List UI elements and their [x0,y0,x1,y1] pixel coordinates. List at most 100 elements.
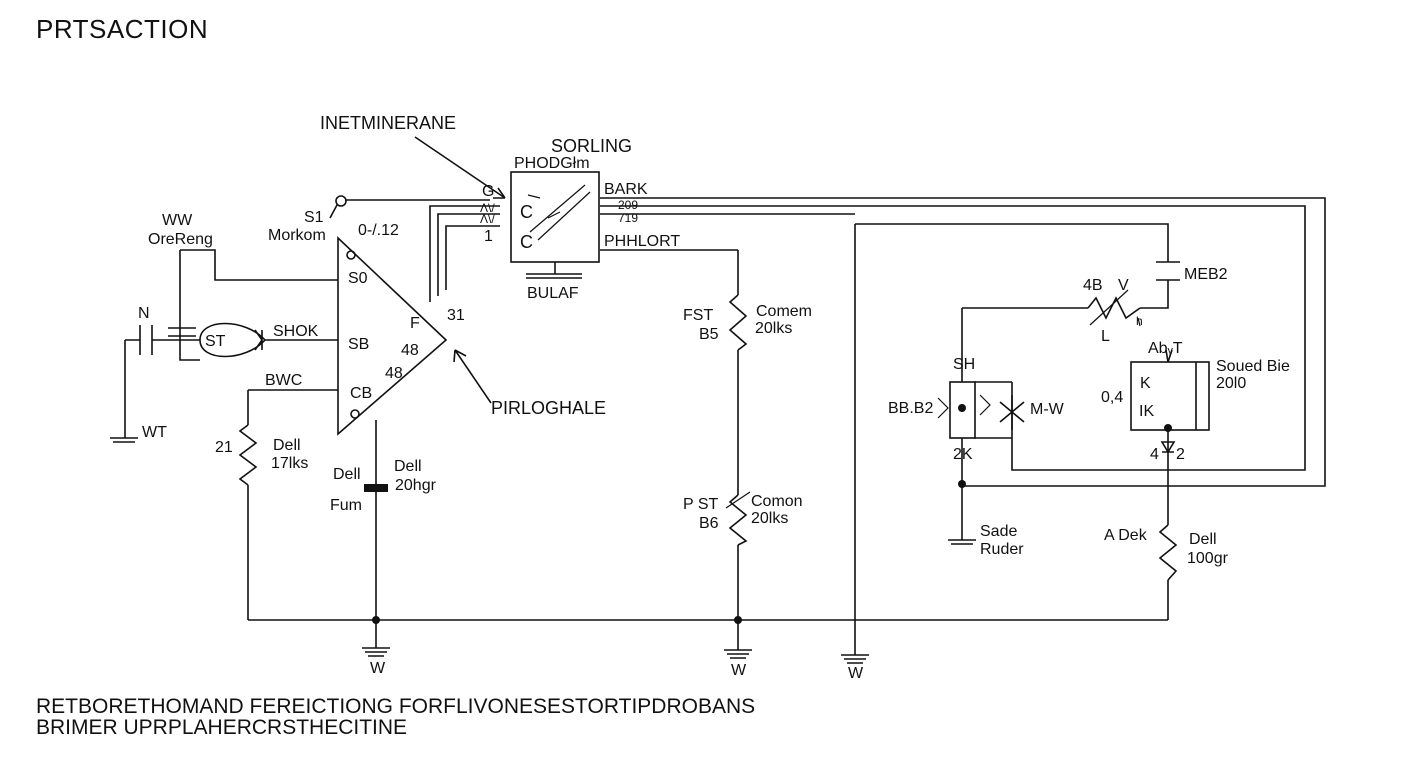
label-48b: 48 [385,365,403,382]
footer-line-2: BRIMER UPRPLAHERCRSTHECITINE [36,716,408,739]
resistor-dell-100gr [1158,524,1178,581]
label-inetminerane: INETMINERANE [320,113,456,133]
label-comon: Comon [751,493,803,510]
label-shok: SHOK [273,323,319,340]
wires [124,197,1326,655]
label-bbb2: BB.B2 [888,400,933,417]
label-20l0: 20l0 [1216,375,1246,392]
label-k: K [1140,375,1151,392]
label-c-bottom: C [520,232,533,252]
n-capacitor [139,325,153,355]
label-dell-17: Dell [273,437,301,454]
label-ground-w2: W [731,662,747,679]
phodg-arrows-icon [527,184,591,241]
label-phodg: PHODGłm [514,155,590,172]
junction-dot [958,480,966,488]
label-4: 4 [1150,446,1159,463]
footer-line-1: RETBORETHOMAND FEREICTIONG FORFLIVONESES… [36,695,756,718]
label-fst: FST [683,307,713,324]
label-20lks-b: 20lks [751,510,788,527]
label-bwc: BWC [265,372,302,389]
label-0-12: 0-/.12 [358,222,399,239]
left-resistor-wire [247,389,338,620]
label-sh: SH [953,356,975,373]
resistor-dell-17lks [238,424,258,486]
label-orereng: OreReng [148,231,213,248]
junction-dot [958,404,966,412]
phodg-block [510,171,600,279]
label-ground-w1: W [370,660,386,677]
label-2k: 2K [953,446,973,463]
label-meb2: MEB2 [1184,266,1228,283]
label-v: V [1118,277,1129,294]
label-pirloghale: PIRLOGHALE [491,398,606,418]
label-l: L [1101,328,1110,345]
label-31: 31 [447,307,465,324]
ww-drop [179,250,200,361]
label-bular: BULAF [527,285,579,302]
bark-trace [600,197,1326,487]
trace-209 [600,205,1306,471]
ic-input-arrow [1165,349,1173,363]
junction-dot [1164,424,1172,432]
ground-icon-3 [841,654,869,664]
label-pin-209: 209 [618,198,638,212]
switch-s1[interactable] [329,195,347,219]
label-pin-g: G [482,183,494,200]
label-pst: P ST [683,496,719,513]
input-wire-2 [437,213,500,296]
label-h: h [1136,314,1143,328]
comon-adjust-mark [725,491,751,509]
page-title: PRTSACTION [36,14,209,44]
label-n: N [138,305,150,322]
pirloghale-arrow [453,349,492,404]
capacitor-meb2 [1156,261,1180,281]
label-ground-w3: W [848,665,864,682]
input-wire-3 [445,225,500,290]
label-s0: S0 [348,270,368,287]
ground-icon-2 [724,649,752,659]
n-cap-wire [124,339,200,438]
label-fum: Fum [330,497,362,514]
label-f: F [410,315,420,332]
resistor-4b-arrow [1089,289,1141,327]
label-b6: B6 [699,515,719,532]
label-mw: M-W [1030,401,1065,418]
bular-bar [526,273,582,279]
input-wire-1 [429,205,500,302]
label-soued-bie: Soued Bie [1216,358,1290,375]
ic-right [1130,349,1210,454]
label-wt: WT [142,424,167,441]
footer-caption: RETBORETHOMAND FEREICTIONG FORFLIVONESES… [36,696,755,738]
amplifier-body [337,236,448,436]
label-48a: 48 [401,342,419,359]
resistor-comem [728,294,748,351]
pin-circle-bottom [350,409,360,419]
schematic-labels: INETMINERANE SORLING PHODGłm BARK 209 71… [138,113,1290,682]
meb2-wire [855,223,1169,309]
switch-lever [329,204,338,219]
st-diode-icon [254,329,263,351]
resistor-comon [728,494,748,546]
label-pin-719: 719 [618,211,638,225]
label-bark: BARK [604,181,648,198]
ww-leader [180,249,338,281]
label-pin-1: 1 [484,228,493,245]
label-ww: WW [162,212,193,229]
label-sade: Sade [980,523,1017,540]
ic-diode-icon [1160,441,1176,454]
label-21: 21 [215,439,233,456]
label-dell-cap-left: Dell [333,466,361,483]
junction-dot [734,616,742,624]
label-ruder: Ruder [980,541,1024,558]
amplifier-triangle [337,236,492,436]
junctions [372,404,1172,624]
st-lamp-body [199,322,267,358]
label-b5: B5 [699,326,719,343]
label-4b: 4B [1083,277,1103,294]
label-pin-av2: Λ\/ [480,212,495,226]
label-cb: CB [350,385,372,402]
sh-wave-icon [937,394,991,419]
label-morkom: Morkom [268,227,326,244]
